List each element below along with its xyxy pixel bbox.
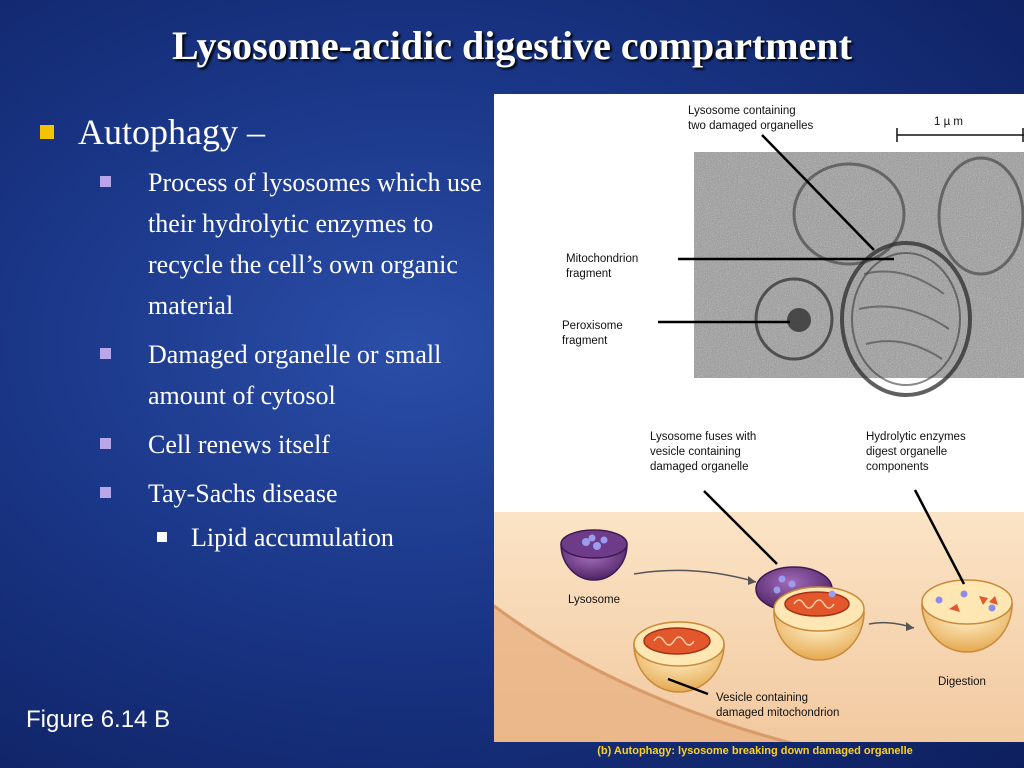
bullet-text: Cell renews itself [148,430,330,459]
bullet-process: Process of lysosomes which use their hyd… [38,162,488,326]
label-lysosome: Lysosome [568,594,620,606]
bullet-text: Damaged organelle or small amount of cyt… [148,340,442,410]
bullet-renews: Cell renews itself [38,424,488,465]
label-vesicle-containing: Vesicle containing damaged mitochondrion [716,692,840,719]
bullet-lipid: Lipid accumulation [38,518,488,558]
bullet-text: Lipid accumulation [191,523,394,552]
label-lysosome-fuses: Lysosome fuses with vesicle containing d… [650,431,757,473]
square-bullet-icon [100,348,111,359]
square-bullet-icon [157,532,167,542]
square-bullet-icon [100,438,111,449]
label-scale-bar: 1 µ m [934,116,963,128]
bullet-text: Autophagy – [78,112,265,152]
square-bullet-icon [100,487,111,498]
square-bullet-icon [100,176,111,187]
vesicle-shape [633,621,725,693]
bullet-text: Process of lysosomes which use their hyd… [148,168,482,320]
autophagy-figure: Lysosome containing two damaged organell… [494,94,1024,742]
fusion-shape [755,566,865,661]
label-digestion: Digestion [938,676,986,688]
leader-line [667,677,709,696]
figure-label: Figure 6.14 B [26,706,171,733]
bullet-list: Autophagy – Process of lysosomes which u… [38,110,488,558]
bullet-autophagy: Autophagy – [38,110,488,154]
figure-illustration [494,128,1024,742]
bullet-text: Tay-Sachs disease [148,479,338,508]
leader-line [913,489,966,585]
bullet-damaged: Damaged organelle or small amount of cyt… [38,334,488,416]
label-peroxisome-fragment: Peroxisome fragment [562,320,623,347]
bullet-tay-sachs: Tay-Sachs disease [38,473,488,514]
square-bullet-icon [40,125,54,139]
micrograph-image [694,152,1024,397]
digestion-shape [921,579,1013,653]
label-mitochondrion-fragment: Mitochondrion fragment [566,253,639,280]
figure-caption: (b) Autophagy: lysosome breaking down da… [597,745,913,757]
leader-line [703,490,778,565]
slide-title: Lysosome-acidic digestive compartment [172,23,852,68]
label-hydrolytic-enzymes: Hydrolytic enzymes digest organelle comp… [866,431,966,473]
label-lysosome-containing: Lysosome containing two damaged organell… [688,105,814,132]
lysosome-shape [560,529,628,581]
leader-line [761,134,875,251]
